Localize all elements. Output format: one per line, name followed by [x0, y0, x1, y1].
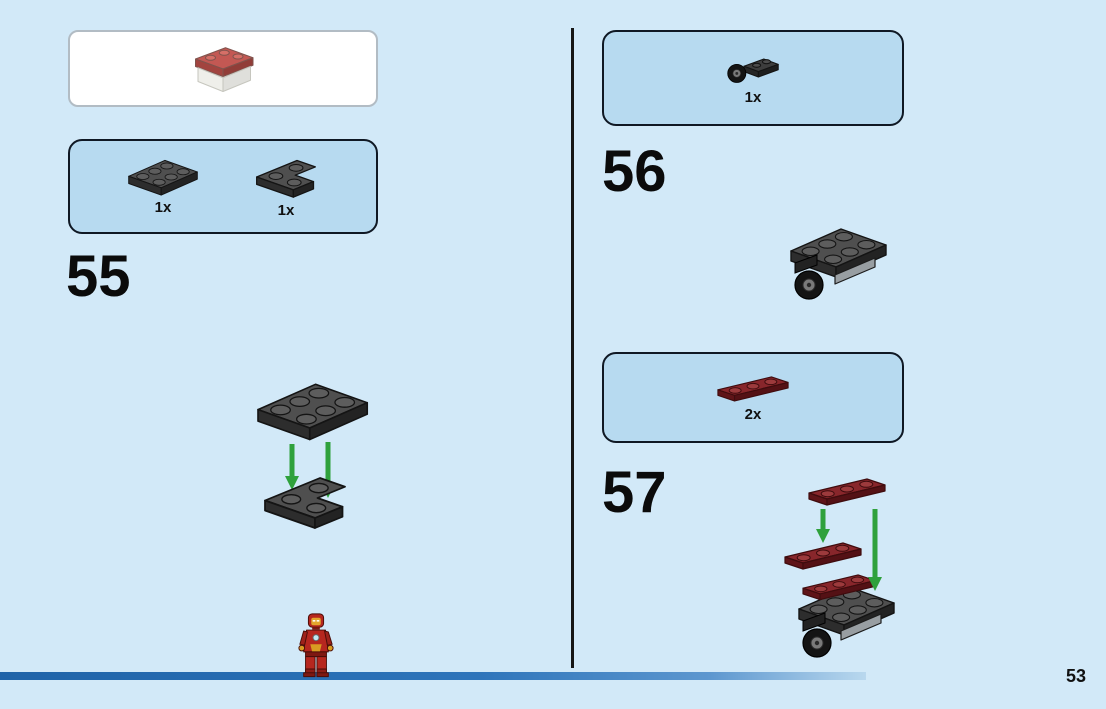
step-56-parts-callout: 1x	[602, 30, 904, 126]
step-56-assembly-diagram	[790, 228, 887, 300]
iron-man-minifigure	[298, 613, 334, 678]
dark-red-1x3-plate-icon	[717, 375, 789, 401]
part-count: 1x	[277, 201, 295, 219]
step-57-parts-callout: 2x	[602, 352, 904, 443]
part-count: 2x	[744, 405, 762, 423]
page-number: 53	[1066, 666, 1087, 686]
part-item: 1x	[724, 50, 782, 106]
gray-2x3-plate-icon	[128, 159, 198, 196]
gray-corner-plate-icon	[256, 159, 316, 198]
step-55-number: 55	[66, 244, 131, 309]
green-arrow-icon	[289, 442, 331, 486]
part-count: 1x	[744, 89, 762, 106]
black-wheel-plate-icon	[727, 58, 779, 83]
subassembly-preview-box	[68, 30, 378, 107]
green-arrow-icon	[820, 509, 878, 579]
step-56-number: 56	[602, 139, 667, 204]
part-item: 1x	[128, 158, 198, 216]
footer-accent-bar	[0, 672, 866, 680]
part-item: 1x	[254, 155, 318, 219]
step-55-assembly-diagram	[257, 383, 369, 529]
step-55-parts-callout: 1x 1x	[68, 139, 378, 234]
step-57-number: 57	[602, 460, 667, 525]
subassembly-preview-image	[195, 46, 254, 92]
column-divider	[571, 28, 574, 668]
step-57-assembly-diagram	[784, 478, 895, 658]
part-count: 1x	[154, 198, 172, 216]
part-item: 2x	[717, 373, 789, 423]
